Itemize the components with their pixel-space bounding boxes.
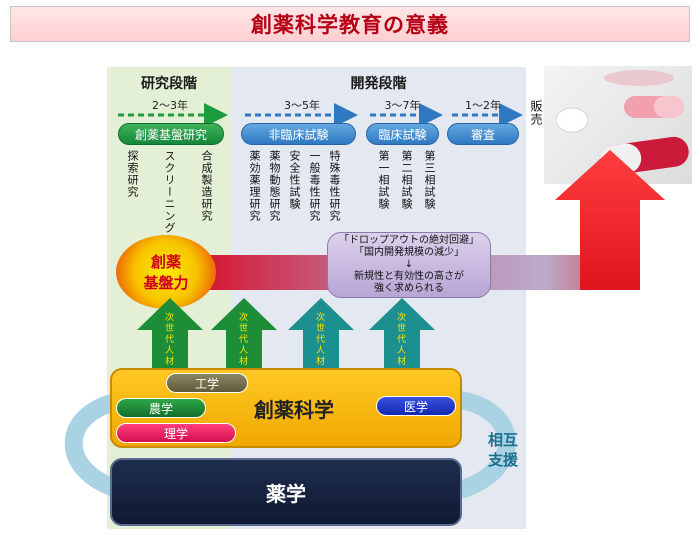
talent-label-4: 次世代人材 [395, 312, 405, 367]
pharmacy-box: 薬学 [110, 458, 462, 526]
talent-label-3: 次世代人材 [314, 312, 324, 367]
development-heading: 開発段階 [350, 76, 407, 92]
talent-label-2: 次世代人材 [237, 312, 247, 367]
mutual-support-label: 相互 支援 [488, 430, 518, 470]
stage-drug-discovery-research: 創薬基盤研究 [118, 123, 224, 145]
capability-circle: 創薬 基盤力 [116, 235, 216, 309]
item-synthesis-research: 合成製造研究 [200, 150, 213, 222]
stage-nonclinical: 非臨床試験 [241, 123, 356, 145]
item-phase2: 第二相試験 [400, 150, 413, 210]
field-medicine: 医学 [376, 396, 456, 416]
note-dropout: 「ドロップアウトの絶対回避」 [339, 235, 479, 246]
capability-line1: 創薬 [150, 253, 181, 271]
field-engineering: 工学 [166, 373, 248, 393]
note-required: 強く求められる [374, 283, 444, 294]
item-pharmacology: 薬効薬理研究 [248, 150, 261, 222]
research-heading: 研究段階 [141, 76, 197, 92]
item-general-toxicity: 一般毒性研究 [308, 150, 321, 222]
pharmacy-label: 薬学 [266, 481, 306, 506]
sale-label: 販売 [529, 100, 543, 126]
note-novelty: 新規性と有効性の高さが [354, 271, 464, 282]
item-phase1: 第一相試験 [377, 150, 390, 210]
mutual-support-line2: 支援 [488, 451, 519, 469]
notes-bubble: 「ドロップアウトの絶対回避」 「国内開発規模の減少」 ↓ 新規性と有効性の高さが… [327, 232, 491, 298]
drug-discovery-science-label: 創薬科学 [254, 398, 334, 422]
item-pharmacokinetics: 薬物動態研究 [268, 150, 281, 222]
field-science: 理学 [116, 423, 236, 443]
item-exploratory-research: 探索研究 [126, 150, 139, 198]
item-special-toxicity: 特殊毒性研究 [328, 150, 341, 222]
page-title: 創薬科学教育の意義 [251, 13, 449, 37]
review-years: 1〜2年 [465, 99, 501, 112]
nonclinical-years: 3〜5年 [284, 99, 320, 112]
item-phase3: 第三相試験 [423, 150, 436, 210]
clinical-years: 3〜7年 [384, 99, 421, 112]
title-banner: 創薬科学教育の意義 [10, 6, 690, 42]
mutual-support-line1: 相互 [488, 431, 519, 449]
note-scale: 「国内開発規模の減少」 [354, 247, 464, 258]
item-screening: スクリーニング [163, 150, 176, 234]
research-years: 2〜3年 [152, 99, 188, 112]
stage-review: 審査 [447, 123, 519, 145]
item-safety: 安全性試験 [288, 150, 301, 210]
stage-clinical: 臨床試験 [366, 123, 439, 145]
talent-label-1: 次世代人材 [163, 312, 173, 367]
capability-line2: 基盤力 [143, 274, 189, 292]
note-arrow: ↓ [404, 259, 414, 270]
field-agriculture: 農学 [116, 398, 206, 418]
